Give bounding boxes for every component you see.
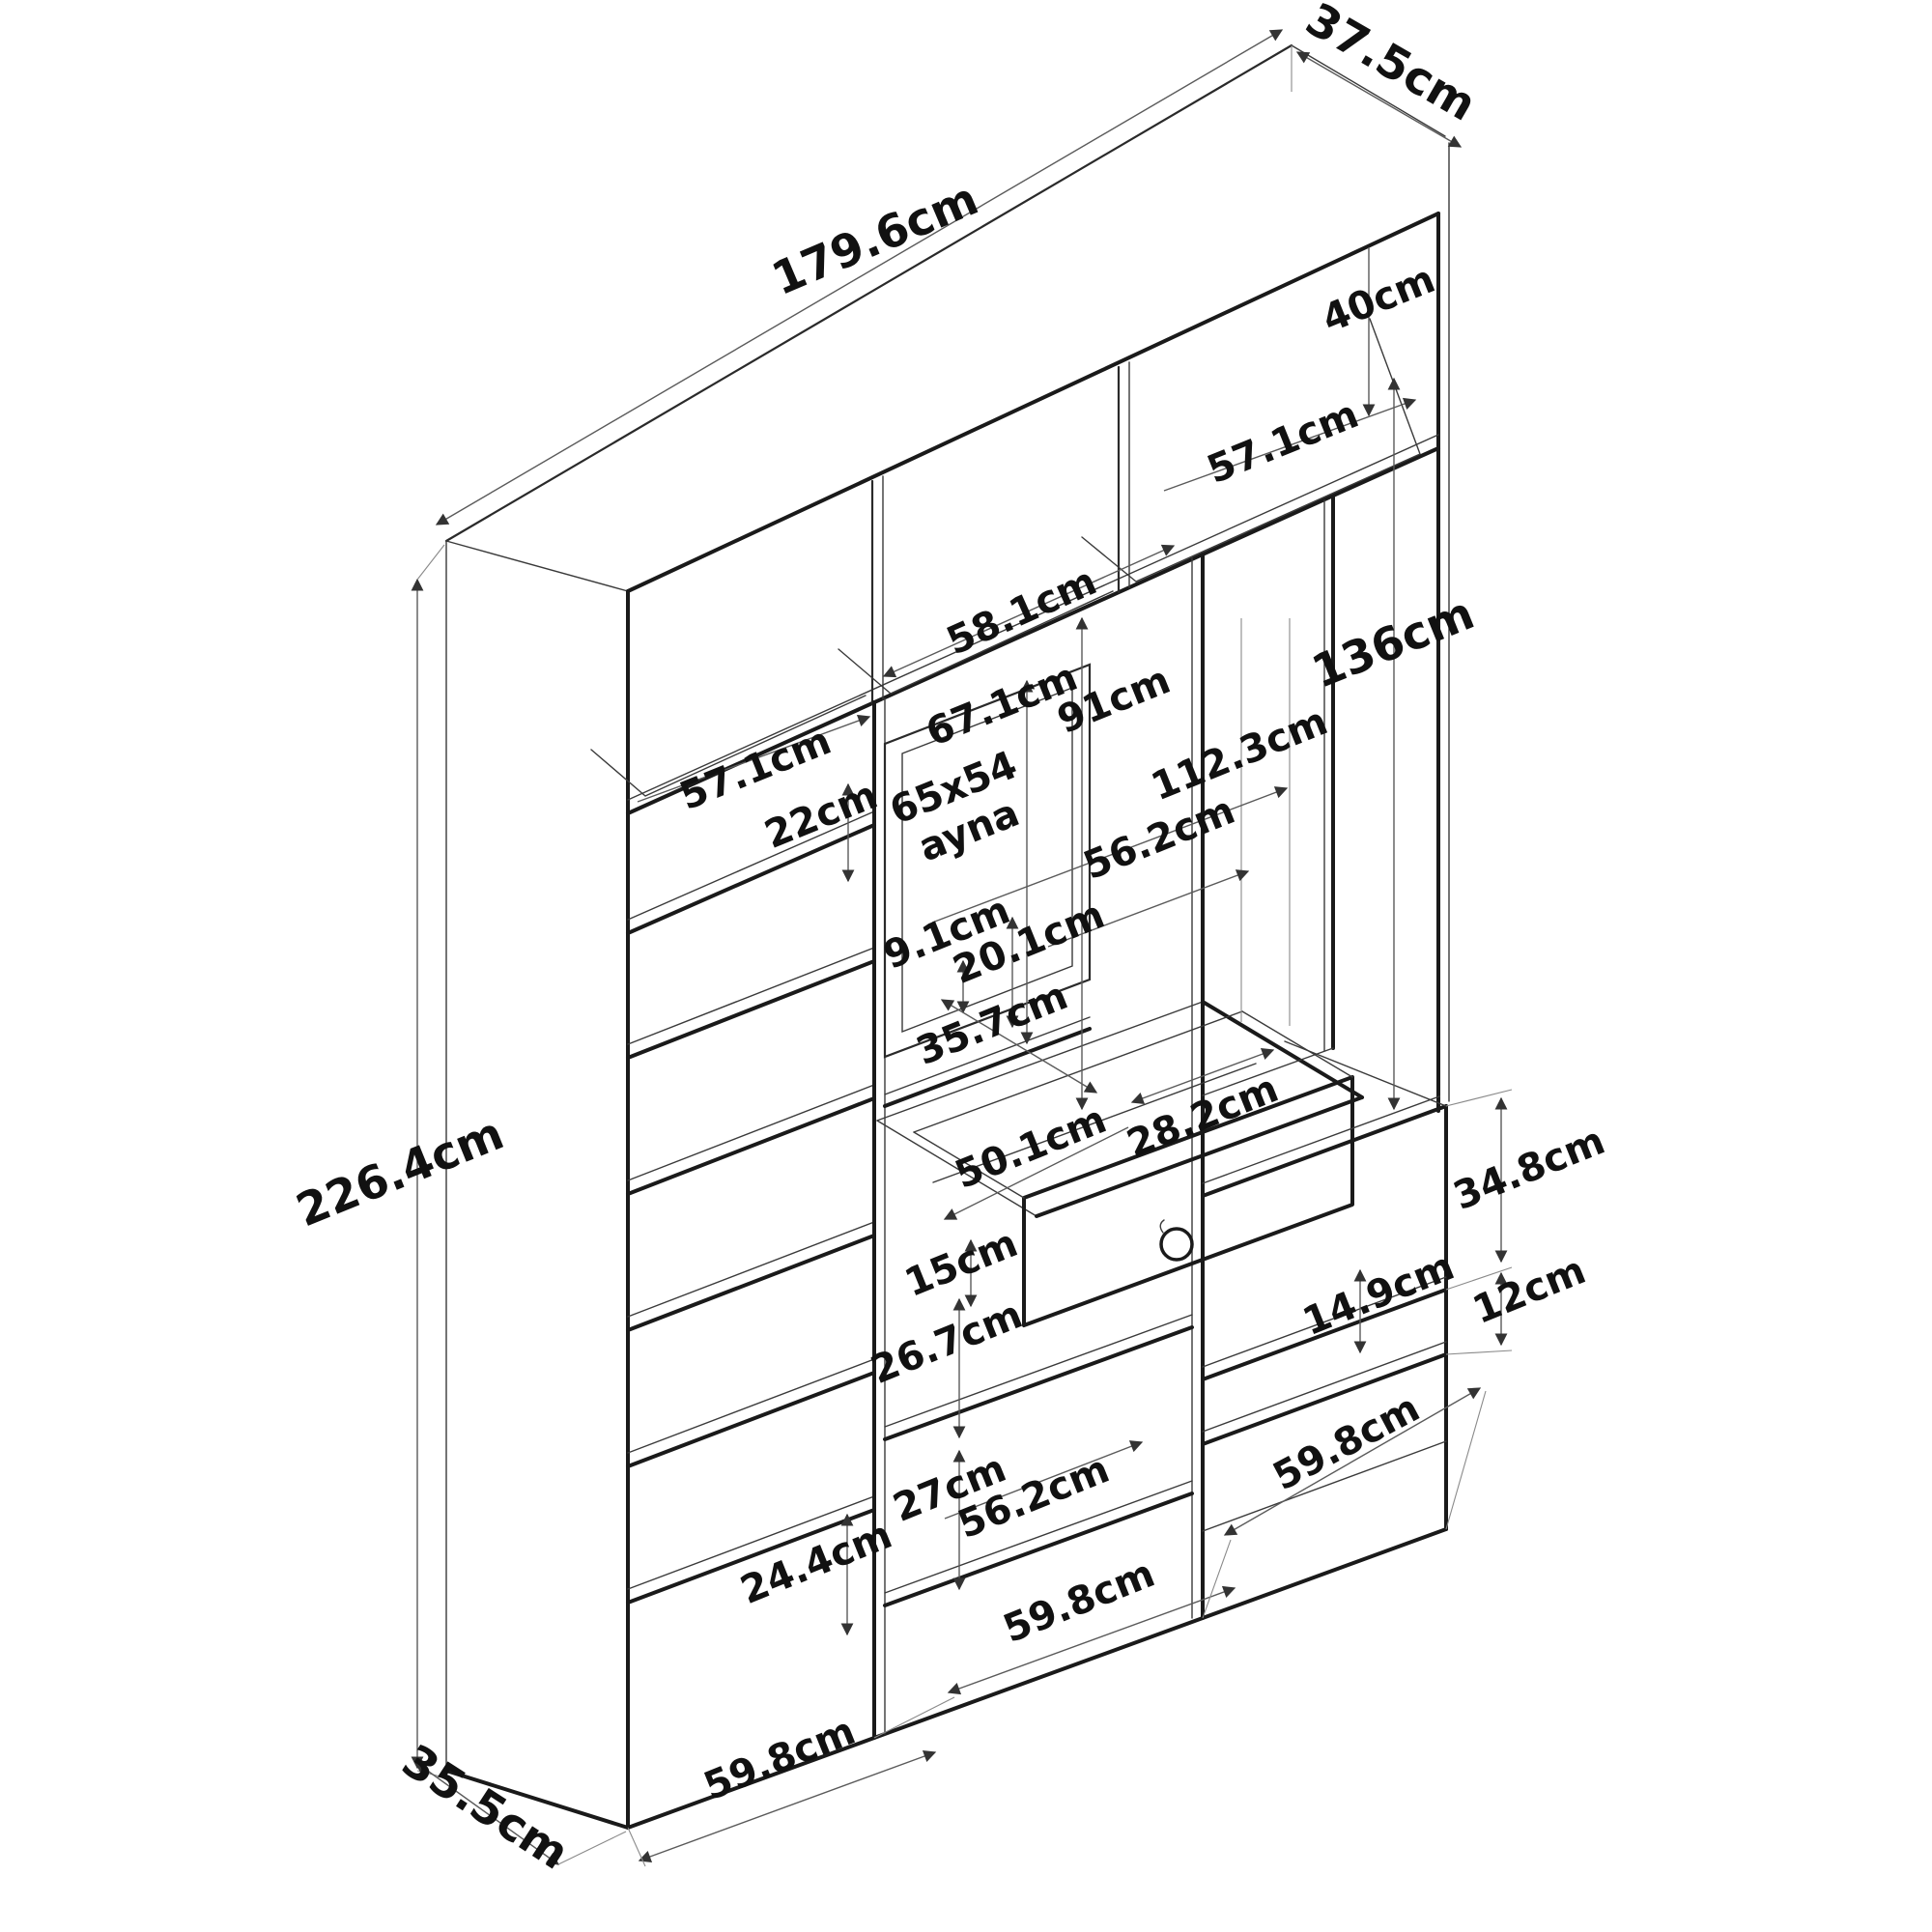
dim-label-top-cubby-right-width: 57.1cm: [1201, 392, 1364, 493]
dim-label-bench-width: 59.8cm: [1266, 1386, 1427, 1500]
dim-label-drawer-height: 15cm: [898, 1221, 1023, 1306]
open-drawer: [913, 1010, 1354, 1327]
dim-label-drawer-side-depth: 50.1cm: [949, 1097, 1112, 1198]
dim-label-console-depth: 35.7cm: [910, 974, 1073, 1074]
drawer-knob: [1159, 1227, 1194, 1262]
dimension-lines: [411, 29, 1513, 1867]
left-cabinet-shelves: [626, 810, 876, 1605]
dim-label-left-bottom-width: 59.8cm: [697, 1709, 861, 1809]
dim-label-bench-gap-height: 12cm: [1466, 1248, 1591, 1333]
dim-label-hanging-width: 112.3cm: [1146, 699, 1334, 810]
dim-label-bench-top-height: 34.8cm: [1447, 1119, 1610, 1219]
dim-label-mid-bottom-width: 59.8cm: [997, 1551, 1160, 1652]
hanging-section: [1240, 495, 1335, 1052]
dim-label-top-shelf-gap: 22cm: [758, 773, 883, 858]
dim-label-base-depth: 35.5cm: [393, 1734, 579, 1880]
dim-label-total-height: 226.4cm: [289, 1107, 511, 1237]
dim-label-under-drawer-gap: 26.7cm: [865, 1293, 1028, 1393]
dim-label-bench-drawer-height: 14.9cm: [1296, 1244, 1460, 1345]
dimension-labels: 37.5cm 179.6cm 40cm 57.1cm 58.1cm 136cm …: [289, 0, 1610, 1881]
dim-label-top-cubby-height: 40cm: [1316, 257, 1440, 342]
dim-label-total-width: 179.6cm: [764, 172, 985, 306]
